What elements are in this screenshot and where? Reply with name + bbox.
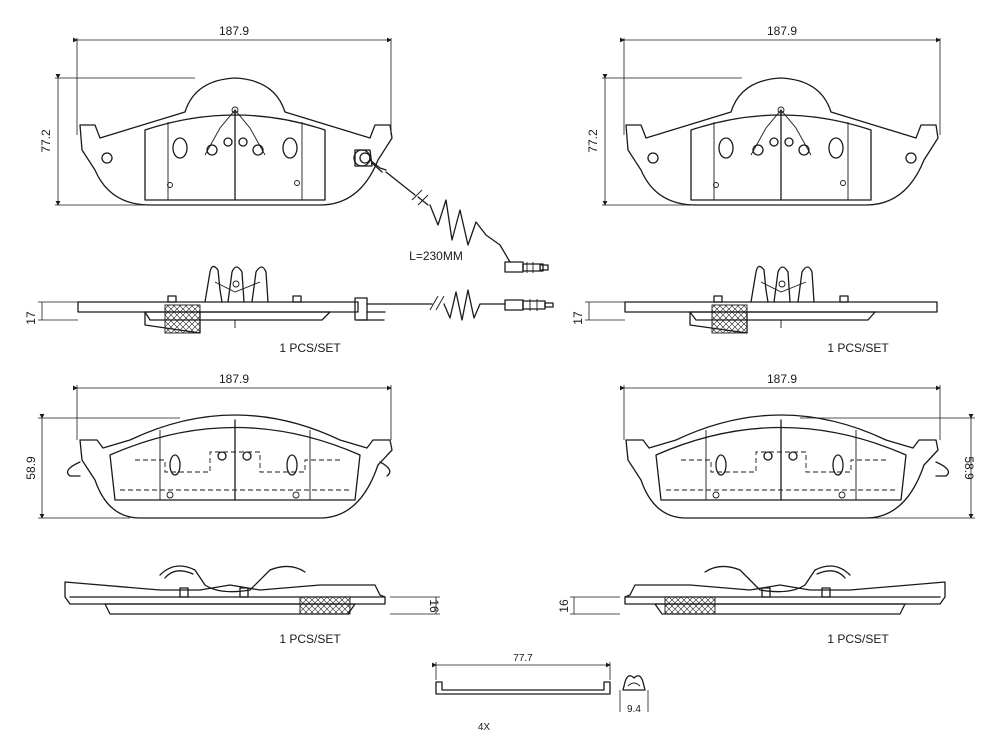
- top-right-pad-side: 17 1 PCS/SET: [571, 265, 938, 355]
- bottom-right-height-dim: 58.9: [962, 456, 976, 480]
- wear-sensor: L=230MM: [353, 149, 549, 273]
- clip-detail: 77.7 9.4 4X: [432, 653, 649, 733]
- top-right-height-dim: 77.2: [586, 129, 600, 153]
- clip-length-dim: 77.7: [513, 653, 533, 664]
- top-left-pad-side: 17 1 PCS/SET: [24, 265, 554, 355]
- bottom-right-thickness-dim: 16: [557, 599, 571, 613]
- top-left-width-dim: 187.9: [219, 24, 249, 38]
- bottom-right-pad-side: 16 1 PCS/SET: [557, 565, 946, 646]
- qty-bottom-right: 1 PCS/SET: [827, 632, 889, 646]
- bottom-left-width-dim: 187.9: [219, 372, 249, 386]
- top-left-height-dim: 77.2: [39, 129, 53, 153]
- clip-height-dim: 9.4: [627, 704, 641, 715]
- bottom-left-pad-side: 16 1 PCS/SET: [64, 565, 441, 646]
- bottom-right-pad-front: 187.9 58.9: [620, 372, 976, 519]
- clip-count: 4X: [478, 722, 491, 733]
- bottom-left-height-dim: 58.9: [24, 456, 38, 480]
- qty-top-right: 1 PCS/SET: [827, 341, 889, 355]
- qty-bottom-left: 1 PCS/SET: [279, 632, 341, 646]
- top-right-pad-front: 187.9 77.2: [586, 24, 941, 206]
- top-left-thickness-dim: 17: [24, 311, 38, 325]
- sensor-length-label: L=230MM: [409, 249, 463, 263]
- qty-top-left: 1 PCS/SET: [279, 341, 341, 355]
- bottom-left-thickness-dim: 16: [427, 599, 441, 613]
- top-right-thickness-dim: 17: [571, 311, 585, 325]
- top-left-pad-front: 187.9 77.2: [39, 24, 393, 206]
- bottom-right-width-dim: 187.9: [767, 372, 797, 386]
- top-right-width-dim: 187.9: [767, 24, 797, 38]
- bottom-left-pad-front: 187.9 58.9: [24, 372, 393, 519]
